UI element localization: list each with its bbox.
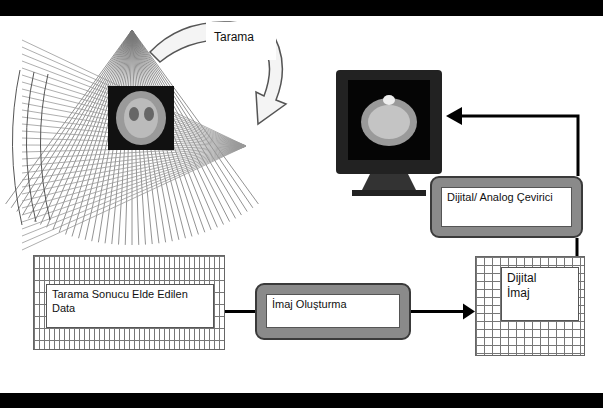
grid-box: Dijital İmaj: [475, 256, 585, 356]
box-label: Dijital/ Analog Çevirici: [447, 191, 566, 205]
box-label: Tarama: [214, 30, 268, 45]
detector-bands: [12, 70, 50, 225]
process-box: İmaj Oluşturma: [255, 283, 411, 340]
connector-line: [225, 310, 255, 313]
bottom-bar: [0, 393, 603, 408]
output-arrow: [446, 107, 578, 176]
text-panel: İmaj Oluşturma: [266, 294, 400, 328]
connector-line: [576, 238, 579, 256]
process-box: Dijital/ Analog Çevirici: [430, 176, 583, 238]
text-panel: Dijital/ Analog Çevirici: [441, 187, 572, 227]
connector: [411, 304, 475, 320]
arrow-head: [463, 304, 475, 320]
brain-image: [108, 86, 174, 150]
monitor: [336, 70, 442, 196]
connector: [577, 238, 578, 256]
scanner-fan: [6, 30, 259, 250]
box-label: İmaj Oluşturma: [272, 298, 394, 312]
text-panel: Tarama Sonucu Elde Edilen Data: [46, 284, 214, 328]
box-label: Dijital İmaj: [507, 271, 555, 301]
grid-box: Tarama Sonucu Elde Edilen Data: [33, 255, 225, 350]
box-label: Tarama Sonucu Elde Edilen Data: [52, 288, 208, 316]
top-bar: [0, 0, 603, 16]
connector: [225, 311, 255, 312]
label-box: Tarama: [206, 22, 276, 60]
text-panel: Dijital İmaj: [501, 267, 579, 321]
scan-curved-arrow: [150, 22, 286, 124]
connector-line: [411, 310, 465, 313]
